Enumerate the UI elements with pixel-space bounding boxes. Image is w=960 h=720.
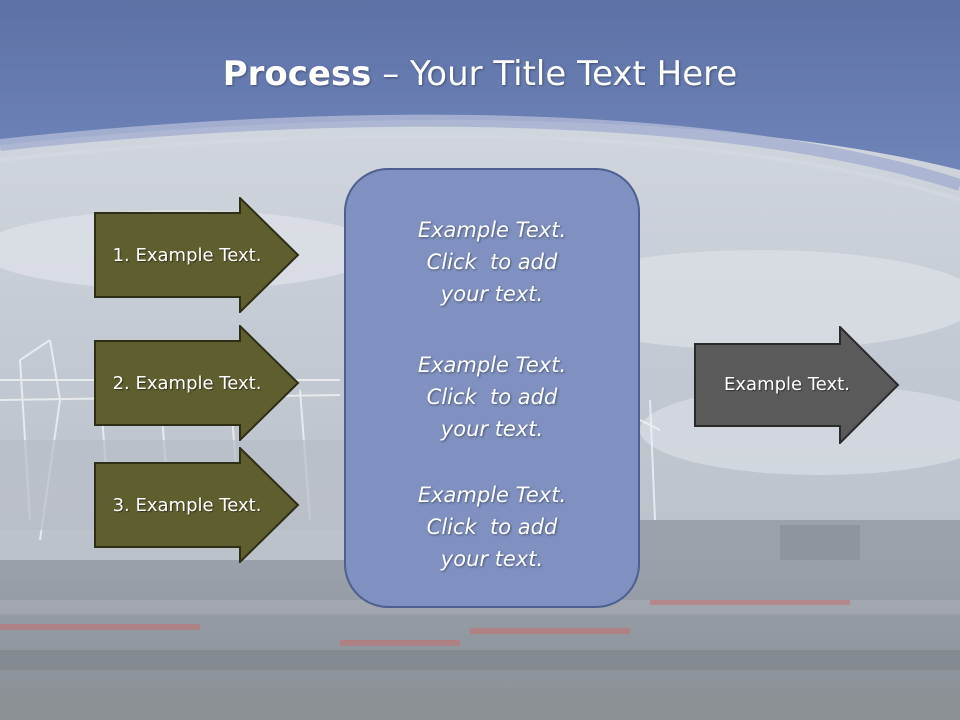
- input-arrow-2[interactable]: 2. Example Text.: [94, 325, 300, 441]
- panel-line: your text.: [440, 547, 544, 571]
- title-bold: Process: [222, 54, 372, 94]
- slide-title: Process – Your Title Text Here: [0, 50, 960, 98]
- arrow-shape-icon: [94, 197, 300, 313]
- arrow-label: 1. Example Text.: [112, 244, 262, 266]
- arrow-shape-icon: [694, 326, 900, 444]
- arrow-label: Example Text.: [724, 373, 850, 395]
- panel-line: Example Text.: [417, 218, 567, 242]
- panel-line: Example Text.: [417, 353, 567, 377]
- panel-line: Click to add: [426, 250, 558, 274]
- arrow-label: 2. Example Text.: [112, 372, 262, 394]
- title-rest: – Your Title Text Here: [371, 54, 738, 94]
- output-arrow[interactable]: Example Text.: [694, 326, 900, 444]
- arrow-shape-icon: [94, 325, 300, 441]
- panel-text-block-2[interactable]: Example Text. Click to add your text.: [346, 349, 638, 445]
- panel-line: your text.: [440, 417, 544, 441]
- panel-line: your text.: [440, 282, 544, 306]
- input-arrow-1[interactable]: 1. Example Text.: [94, 197, 300, 313]
- panel-text-block-1[interactable]: Example Text. Click to add your text.: [346, 214, 638, 310]
- arrow-label: 3. Example Text.: [112, 494, 262, 516]
- panel-line: Example Text.: [417, 483, 567, 507]
- panel-line: Click to add: [426, 515, 558, 539]
- input-arrow-3[interactable]: 3. Example Text.: [94, 447, 300, 563]
- panel-line: Click to add: [426, 385, 558, 409]
- arrow-shape-icon: [94, 447, 300, 563]
- process-panel[interactable]: Example Text. Click to add your text. Ex…: [344, 168, 640, 608]
- panel-text-block-3[interactable]: Example Text. Click to add your text.: [346, 479, 638, 575]
